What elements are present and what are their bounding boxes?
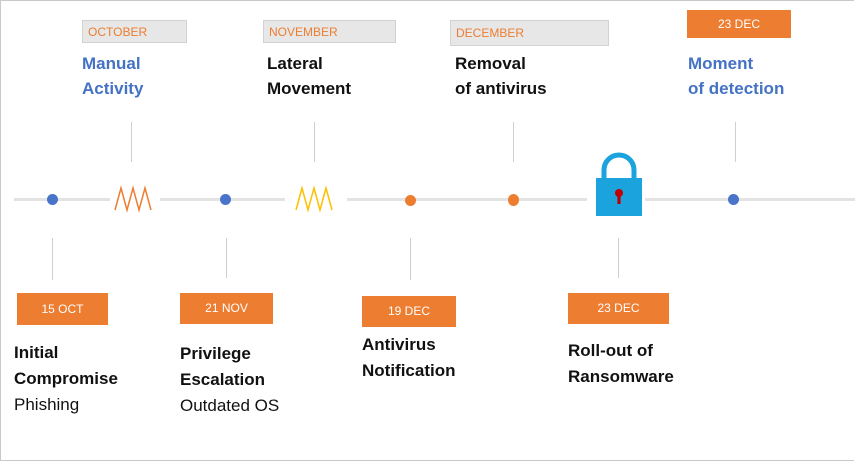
date-tag-privilege-escalation: 21 NOV xyxy=(180,293,273,324)
event-title-line2: Notification xyxy=(362,361,456,380)
zigzag-icon xyxy=(295,185,333,213)
month-tag-november: NOVEMBER xyxy=(263,20,396,43)
event-title-line2: Escalation xyxy=(180,370,266,389)
event-subtitle: Phishing xyxy=(14,395,80,414)
connector-line xyxy=(410,238,411,280)
date-tag-ransomware-rollout: 23 DEC xyxy=(568,293,669,324)
timeline-dot-antivirus-notification xyxy=(405,195,416,206)
event-title-line1: Lateral xyxy=(267,54,323,73)
event-title-line1: Manual xyxy=(82,54,141,73)
event-removal-of-antivirus: Removal of antivirus xyxy=(455,51,547,101)
padlock-icon xyxy=(596,152,642,216)
connector-line xyxy=(131,122,132,162)
connector-line xyxy=(226,238,227,278)
zigzag-icon xyxy=(114,185,152,213)
connector-line xyxy=(52,238,53,280)
event-ransomware-rollout: Roll-out of Ransomware xyxy=(568,338,674,390)
date-tag-moment-of-detection: 23 DEC xyxy=(687,10,791,38)
event-title-line2: Activity xyxy=(82,79,144,98)
timeline-axis-segment xyxy=(645,198,855,201)
event-title-line1: Privilege xyxy=(180,344,251,363)
event-title-line2: Movement xyxy=(267,79,352,98)
connector-line xyxy=(618,238,619,278)
timeline-dot-privilege-escalation xyxy=(220,194,231,205)
timeline-dot-removal-of-antivirus xyxy=(508,194,519,206)
event-title-line1: Roll-out of xyxy=(568,341,653,360)
timeline-axis-segment xyxy=(14,198,110,201)
event-lateral-movement: Lateral Movement xyxy=(267,51,351,101)
month-tag-october: OCTOBER xyxy=(82,20,187,43)
connector-line xyxy=(735,122,736,162)
event-title-line2: of antivirus xyxy=(455,79,547,98)
timeline-axis-segment xyxy=(347,198,587,201)
event-subtitle: Outdated OS xyxy=(180,396,280,415)
event-title-line1: Moment xyxy=(688,54,754,73)
timeline-dot-moment-of-detection xyxy=(728,194,739,205)
month-tag-december: DECEMBER xyxy=(450,20,609,46)
event-initial-compromise: Initial Compromise Phishing xyxy=(14,340,118,418)
date-tag-initial-compromise: 15 OCT xyxy=(17,293,108,325)
event-title-line2: Compromise xyxy=(14,369,118,388)
connector-line xyxy=(513,122,514,162)
event-title-line2: of detection xyxy=(688,79,785,98)
date-tag-antivirus-notification: 19 DEC xyxy=(362,296,456,327)
event-manual-activity: Manual Activity xyxy=(82,51,143,101)
event-title-line1: Removal xyxy=(455,54,526,73)
event-moment-of-detection: Moment of detection xyxy=(688,51,784,101)
event-title-line1: Antivirus xyxy=(362,335,436,354)
event-antivirus-notification: Antivirus Notification xyxy=(362,332,456,384)
event-privilege-escalation: Privilege Escalation Outdated OS xyxy=(180,341,279,419)
connector-line xyxy=(314,122,315,162)
event-title-line2: Ransomware xyxy=(568,367,674,386)
timeline-dot-initial-compromise xyxy=(47,194,58,205)
event-title-line1: Initial xyxy=(14,343,59,362)
